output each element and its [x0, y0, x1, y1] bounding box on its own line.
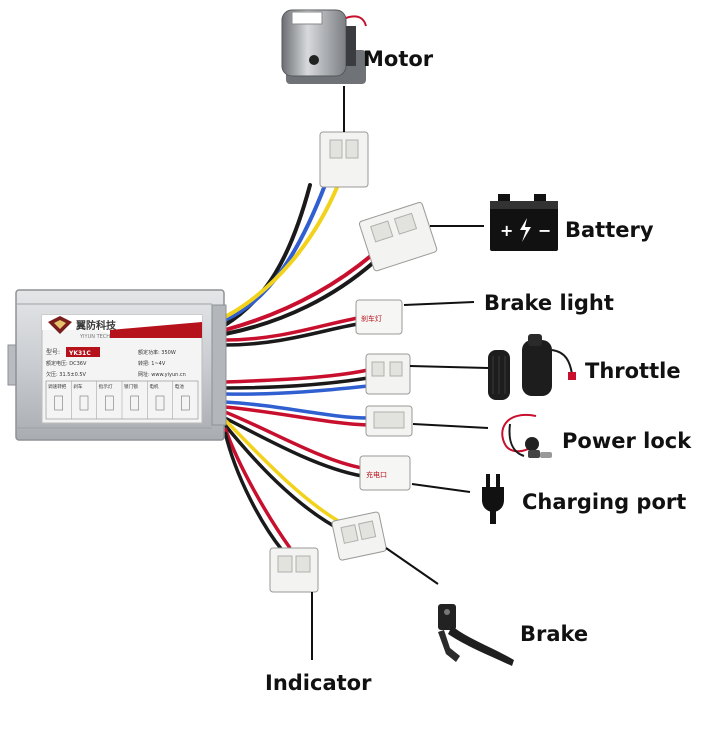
wire-bundle-motor [223, 183, 340, 327]
leader-brake [385, 547, 439, 585]
port-label: 指示灯 [99, 383, 113, 390]
connector-throttle [365, 353, 411, 395]
port-label: 锁门锁 [124, 383, 138, 390]
port-label: 调速转把 [48, 383, 67, 390]
connector-power-lock [365, 405, 413, 437]
port-label: 刹车 [73, 383, 83, 390]
port-pin-cell [181, 395, 190, 411]
motor-icon [281, 9, 367, 84]
plug-icon [482, 474, 504, 524]
brand-stripe [110, 322, 202, 338]
controller-unit: 翼防科技 YIYUN TECH 型号: YK31C 额定功率: 350W 额定电… [7, 289, 227, 441]
leader-throttle [409, 365, 489, 369]
wire-brake [223, 418, 346, 534]
leader-brake-light [403, 301, 475, 306]
leader-lines [311, 86, 489, 660]
port-pin-cell [54, 395, 63, 411]
undervoltage: 欠压: 31.5±0.5V [46, 371, 87, 378]
svg-text:−: − [538, 221, 551, 240]
connector-charging-port: 充电口 [359, 455, 411, 491]
model-label: 型号: [46, 348, 60, 356]
wire-bundle-battery [224, 253, 376, 336]
wire-throttle [224, 368, 369, 396]
wire-power-lock [224, 400, 369, 427]
svg-text:+: + [500, 221, 513, 240]
battery-icon: + − [490, 194, 558, 251]
port-labels: 调速转把刹车 指示灯 锁门锁 电机 电池 [48, 381, 190, 419]
rated-power: 额定功率: 350W [138, 349, 176, 356]
brand-name-en: YIYUN TECH [79, 334, 110, 340]
label-motor: Motor [363, 47, 434, 71]
wire-indicator [223, 427, 292, 552]
website: 网址: www.yiyun.cn [138, 371, 186, 378]
brand-logo-icon [48, 316, 72, 334]
label-throttle: Throttle [585, 359, 681, 383]
leader-charging-port [411, 483, 471, 493]
port-label: 电池 [175, 383, 185, 390]
charging-port-tag: 充电口 [366, 470, 387, 479]
connector-battery [358, 201, 438, 272]
handle-voltage: 转把: 1~4V [138, 360, 166, 367]
throttle-grip-icon [488, 334, 576, 400]
brake-lever-icon [438, 604, 514, 666]
model-number: YK31C [68, 350, 91, 357]
wire-charging-port [224, 410, 363, 478]
label-battery: Battery [565, 218, 654, 242]
connector-indicator [269, 547, 319, 593]
key-lock-icon [501, 413, 552, 458]
label-charging-port: Charging port [522, 490, 686, 514]
wire-brake-light [224, 316, 359, 347]
label-brake: Brake [520, 622, 588, 646]
port-pin-cell [130, 395, 139, 411]
connector-brake [331, 511, 387, 561]
rated-voltage: 额定电压: DC36V [46, 360, 87, 367]
brake-light-tag: 刹车灯 [361, 314, 382, 323]
brand-name-cn: 翼防科技 [75, 319, 117, 332]
label-power-lock: Power lock [562, 429, 692, 453]
port-label: 电机 [149, 383, 159, 390]
label-brake-light: Brake light [484, 291, 614, 315]
port-pin-cell [79, 395, 89, 411]
port-pin-cell [155, 395, 165, 411]
connector-motor [319, 131, 369, 188]
connector-brake-light: 刹车灯 [355, 299, 403, 335]
label-indicator: Indicator [265, 671, 372, 695]
leader-power-lock [412, 423, 489, 429]
port-pin-cell [105, 395, 114, 411]
